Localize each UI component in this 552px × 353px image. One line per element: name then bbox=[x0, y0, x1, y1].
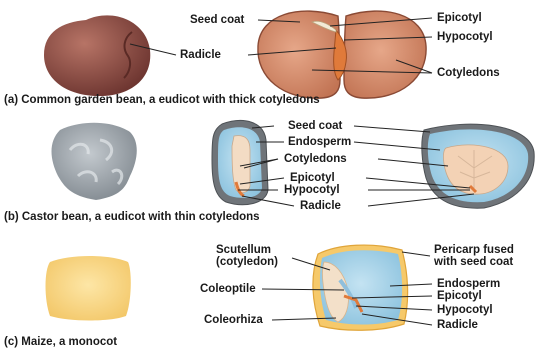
caption-a: (a) Common garden bean, a eudicot with t… bbox=[4, 94, 320, 107]
label-c-pericarp: Pericarp fused with seed coat bbox=[434, 245, 514, 268]
label-c-scutellum: Scutellum (cotyledon) bbox=[216, 245, 278, 268]
label-b-cotyledons: Cotyledons bbox=[284, 153, 347, 165]
maize-whole-kernel bbox=[46, 256, 131, 321]
label-a-hypocotyl: Hypocotyl bbox=[437, 31, 493, 43]
label-c-coleorhiza: Coleorhiza bbox=[204, 314, 263, 326]
bean-sectioned-seed bbox=[258, 11, 426, 98]
label-b-seed-coat: Seed coat bbox=[288, 120, 342, 132]
maize-sectioned-kernel bbox=[313, 245, 408, 330]
bean-whole-seed bbox=[44, 15, 150, 96]
label-b-hypocotyl: Hypocotyl bbox=[284, 184, 340, 196]
label-a-seed-coat: Seed coat bbox=[190, 14, 244, 26]
caption-b: (b) Castor bean, a eudicot with thin cot… bbox=[4, 211, 260, 224]
label-c-hypocotyl: Hypocotyl bbox=[437, 304, 493, 316]
caption-c: (c) Maize, a monocot bbox=[4, 336, 117, 349]
label-a-epicotyl: Epicotyl bbox=[437, 12, 482, 24]
castor-whole-seed bbox=[52, 123, 137, 200]
label-c-endosperm: Endosperm bbox=[437, 278, 500, 290]
label-b-epicotyl: Epicotyl bbox=[290, 172, 335, 184]
label-a-radicle: Radicle bbox=[180, 49, 221, 61]
label-c-radicle: Radicle bbox=[437, 319, 478, 331]
castor-front-section bbox=[422, 124, 534, 208]
label-c-coleoptile: Coleoptile bbox=[200, 283, 256, 295]
label-b-endosperm: Endosperm bbox=[288, 136, 351, 148]
label-a-cotyledons: Cotyledons bbox=[437, 67, 500, 79]
label-c-epicotyl: Epicotyl bbox=[437, 290, 482, 302]
label-b-radicle: Radicle bbox=[300, 200, 341, 212]
